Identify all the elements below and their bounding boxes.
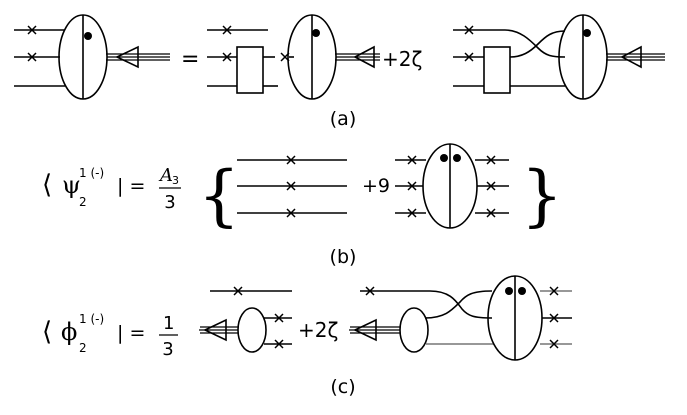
dot-marker [440,154,448,162]
b-superscript: 1 (-) [79,166,104,180]
b-frac-denominator: 3 [164,192,175,213]
a-term1-diagram [14,14,170,100]
a-plus-2zeta: +2ζ [382,47,422,71]
c-subscript: 2 [79,341,87,355]
c-bra-label: ⟨ ϕ 1 (-) 2 | = 1 3 [42,312,178,360]
c-phi-symbol: ϕ [61,318,77,346]
c-bar-equals: | = [117,322,145,344]
vertex-triangle [203,318,227,342]
c-term2-diagram [349,275,572,361]
dot-marker [84,32,92,40]
b-bar-equals: | = [117,175,145,197]
c-frac-denominator: 3 [162,339,173,360]
b-brace-open: { [198,157,240,234]
caption-a: (a) [330,108,356,130]
b-plus-9: +9 [362,175,390,197]
small-blob [399,307,429,353]
caption-c: (c) [330,376,355,398]
panel-a: = +2ζ [14,14,665,130]
c-plus-2zeta: +2ζ [298,318,338,342]
dot-marker [453,154,461,162]
b-bra-open: ⟨ [42,170,52,200]
b-bra-label: ⟨ ψ 1 (-) 2 | = A 3 3 [42,165,181,213]
caption-b: (b) [330,246,357,268]
dot-marker [583,29,591,37]
dot-marker [505,287,513,295]
vertex-triangle [620,45,642,69]
a-equals-sign: = [181,47,199,72]
b-free-lines [237,155,347,218]
dot-marker [518,287,526,295]
c-bra-open: ⟨ [42,317,52,347]
panel-c: ⟨ ϕ 1 (-) 2 | = 1 3 +2ζ [42,275,572,398]
a-term2-diagram [207,14,380,100]
c-frac-numerator: 1 [163,313,174,334]
vertex-triangle [115,45,139,69]
vertex-triangle [353,318,377,342]
dot-marker [312,29,320,37]
b-blob-term [395,143,509,229]
small-blob [237,307,267,353]
c-term1-diagram [199,286,292,353]
b-subscript: 2 [79,195,87,209]
panel-b: ⟨ ψ 1 (-) 2 | = A 3 3 { +9 [42,143,563,268]
b-frac-numerator-sub: 3 [172,174,179,187]
a-term3-diagram [453,14,665,100]
vertex-triangle [353,45,375,69]
c-superscript: 1 (-) [79,312,104,326]
b-psi-symbol: ψ [62,171,81,199]
b-frac-numerator: A [158,165,173,186]
box-operator [483,46,511,94]
b-brace-close: } [521,157,563,234]
box-operator [236,46,264,94]
